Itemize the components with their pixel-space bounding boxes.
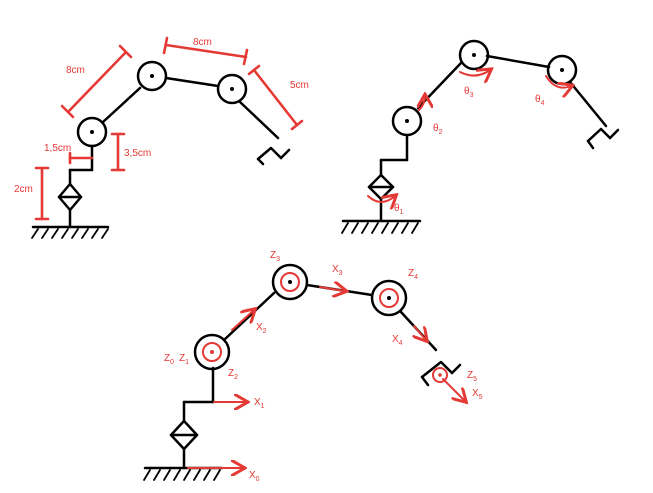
- dim-1-5cm: [68, 151, 94, 165]
- label-theta1: θ1: [394, 203, 404, 216]
- dim-8cm-left: [60, 44, 133, 119]
- label-3-5cm: 3,5cm: [124, 148, 151, 159]
- label-z2: Z2: [228, 368, 238, 381]
- x2-arrow: [231, 310, 254, 331]
- joint-2a: [391, 105, 423, 137]
- label-theta3: θ3: [464, 86, 474, 99]
- label-5cm: 5cm: [290, 80, 309, 91]
- label-x3: X3: [332, 264, 343, 277]
- label-x4: X4: [392, 334, 403, 347]
- joint-1c: [216, 73, 248, 105]
- label-8cm-left: 8cm: [66, 65, 85, 76]
- label-x1: X1: [254, 397, 265, 410]
- joint-3c: [370, 279, 408, 317]
- dim-2cm: [34, 166, 50, 221]
- dim-5cm: [247, 64, 304, 131]
- dim-8cm-top: [162, 36, 249, 66]
- links-1: [101, 76, 280, 140]
- label-z1: Z1: [179, 353, 189, 366]
- theta2-arc: [419, 96, 425, 111]
- theta3-arc: [459, 70, 490, 76]
- label-x5: X5: [472, 388, 483, 401]
- diagram-angles: θ1 θ2 θ3 θ4: [341, 39, 620, 234]
- gripper-3: [420, 360, 462, 387]
- label-z4: Z4: [408, 268, 418, 281]
- label-x0: X0: [249, 470, 260, 483]
- joint-1b: [136, 60, 168, 92]
- joint-3a: [193, 333, 231, 371]
- prismatic-base-3: [169, 366, 215, 470]
- ground-2: [341, 219, 422, 234]
- label-z0: Z0: [164, 353, 174, 366]
- x5-arrow: [442, 378, 465, 401]
- label-x2: X2: [256, 322, 267, 335]
- dim-3-5cm: [110, 132, 126, 172]
- joint-2c: [546, 54, 578, 86]
- gripper-2: [586, 127, 620, 150]
- links-3: [222, 283, 438, 352]
- label-z3: Z3: [270, 250, 280, 263]
- label-theta4: θ4: [535, 94, 545, 107]
- ground-1: [31, 225, 110, 239]
- label-2cm: 2cm: [14, 184, 33, 195]
- x4-arrow: [414, 325, 426, 340]
- gripper-1: [256, 146, 291, 166]
- x3-arrow: [319, 287, 345, 291]
- joint-3b: [271, 263, 309, 301]
- theta4-arc: [545, 75, 571, 88]
- links-2: [416, 54, 608, 128]
- joint-1a: [76, 116, 108, 148]
- label-1-5cm: 1,5cm: [44, 143, 71, 154]
- label-z5: Z5: [467, 370, 477, 383]
- theta1-arc: [367, 196, 395, 202]
- ground-3: [143, 466, 224, 481]
- diagram-frames: Z0 Z1 Z2 Z3 Z4 Z5 X0 X1 X2 X3 X4 X5: [143, 250, 483, 483]
- label-theta2: θ2: [433, 123, 443, 136]
- joint-2b: [458, 39, 490, 71]
- label-8cm-top: 8cm: [193, 37, 212, 48]
- diagram-dimensions: 8cm 8cm 5cm 1,5cm 3,5cm 2cm: [14, 36, 309, 239]
